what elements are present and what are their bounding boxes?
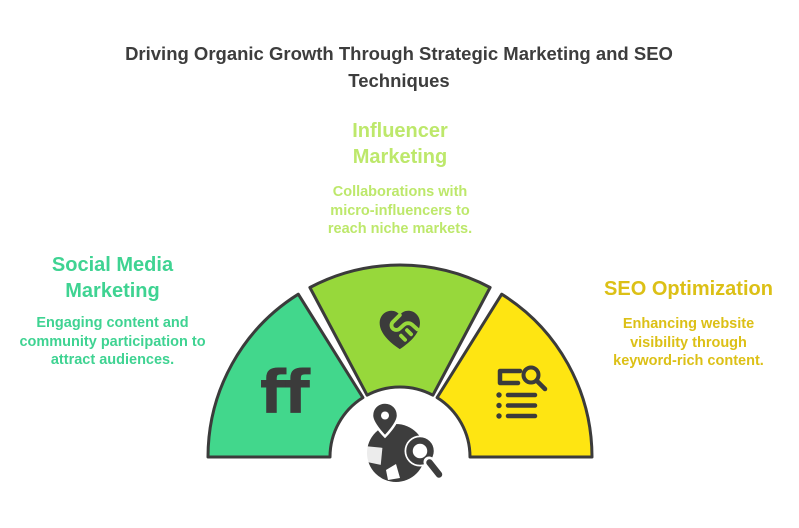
seo-heading: SEO Optimization	[604, 278, 773, 300]
ff-logo-icon: ff	[260, 358, 311, 428]
checklist-bullets	[496, 392, 502, 419]
section-seo-optimization: SEO Optimization Enhancing website visib…	[586, 276, 791, 371]
globe-pin-magnifier-icon	[365, 401, 446, 482]
section-influencer-marketing: Influencer Marketing Collaborations with…	[290, 118, 510, 239]
seo-description: Enhancing website visibility through key…	[613, 316, 764, 369]
social-description: Engaging content and community participa…	[19, 315, 206, 368]
checklist-search-icon	[496, 365, 548, 419]
social-heading: Social Media Marketing	[51, 254, 174, 302]
influencer-description: Collaborations with micro-influencers to…	[327, 184, 473, 237]
gauge-segment-seo	[435, 292, 594, 459]
influencer-heading: Influencer Marketing	[352, 120, 448, 168]
page-title: Driving Organic Growth Through Strategic…	[125, 43, 673, 91]
heart-handshake-icon	[379, 310, 420, 350]
section-social-media-marketing: Social Media Marketing Engaging content …	[10, 252, 215, 370]
gauge-segment-social-media	[206, 292, 365, 459]
